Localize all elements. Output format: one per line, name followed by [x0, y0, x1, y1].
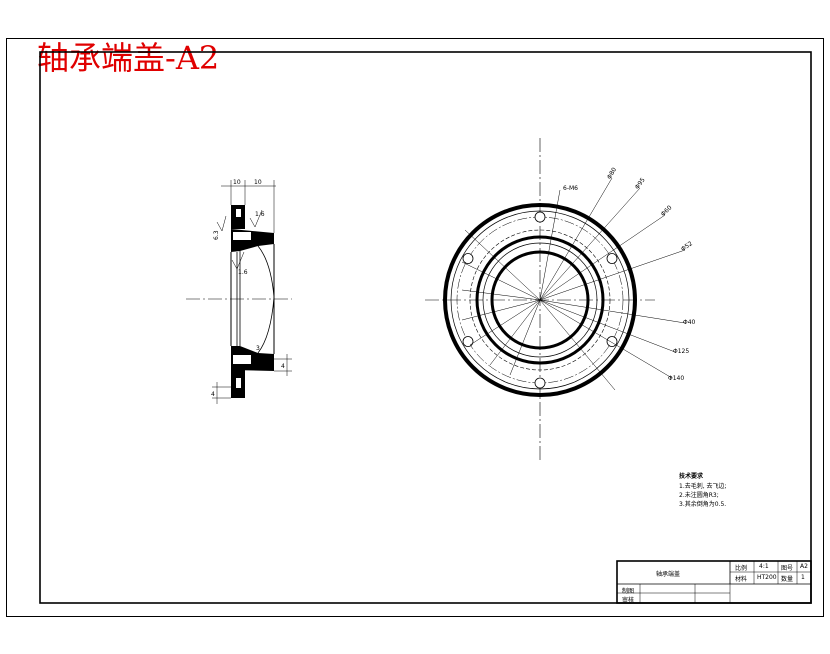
dim-d60: Φ60 — [660, 204, 674, 218]
material-label: 材料 — [735, 576, 748, 583]
dim-d125: Φ125 — [673, 348, 689, 355]
material-value: HT200 — [757, 574, 777, 581]
dim-d95: Φ95 — [634, 176, 647, 190]
dim-d40: Φ40 — [683, 319, 696, 326]
drawing-frame — [39, 51, 812, 604]
scale-value: 4:1 — [759, 563, 769, 570]
dim-top-right: 10 — [254, 179, 262, 186]
tech-notes-heading: 技术要求 — [679, 473, 704, 480]
tech-note-1: 1.去毛刺, 去飞边; — [679, 483, 727, 490]
dim-left-small: 4 — [211, 391, 215, 398]
dim-d140: Φ140 — [668, 375, 684, 382]
drawing-no-value: A2 — [800, 563, 808, 570]
checked-label: 审核 — [622, 597, 635, 604]
roughness-bore: 1.6 — [238, 269, 248, 276]
dim-right-small: 4 — [281, 363, 285, 370]
roughness-top: 1.6 — [255, 211, 265, 218]
dim-d52: Φ52 — [680, 240, 694, 253]
side-section-view: 10 10 1.6 1.6 6.3 3 4 4 — [186, 179, 292, 404]
part-name: 轴承端盖 — [656, 571, 681, 578]
dim-top-left: 10 — [233, 179, 241, 186]
title-block — [616, 560, 812, 604]
scale-label: 比例 — [735, 565, 748, 572]
sheet-outer-border — [6, 38, 824, 617]
tech-note-3: 3.其余倒角为0.5. — [679, 501, 727, 508]
drawing-no-label: 图号 — [781, 565, 794, 572]
drawing-title: 轴承端盖-A2 — [37, 39, 220, 77]
dim-bolt-holes: 6-M6 — [563, 185, 578, 192]
qty-label: 数量 — [781, 576, 794, 583]
tech-note-2: 2.未注圆角R3; — [679, 492, 719, 499]
dim-d80: Φ80 — [606, 166, 618, 180]
qty-value: 1 — [801, 574, 805, 581]
roughness-left: 6.3 — [213, 230, 220, 240]
front-view: 6-M6 Φ80 Φ95 Φ60 Φ52 Φ40 Φ125 Φ140 — [425, 138, 696, 463]
dim-chamfer: 3 — [256, 345, 260, 352]
drawn-label: 制图 — [622, 588, 635, 595]
